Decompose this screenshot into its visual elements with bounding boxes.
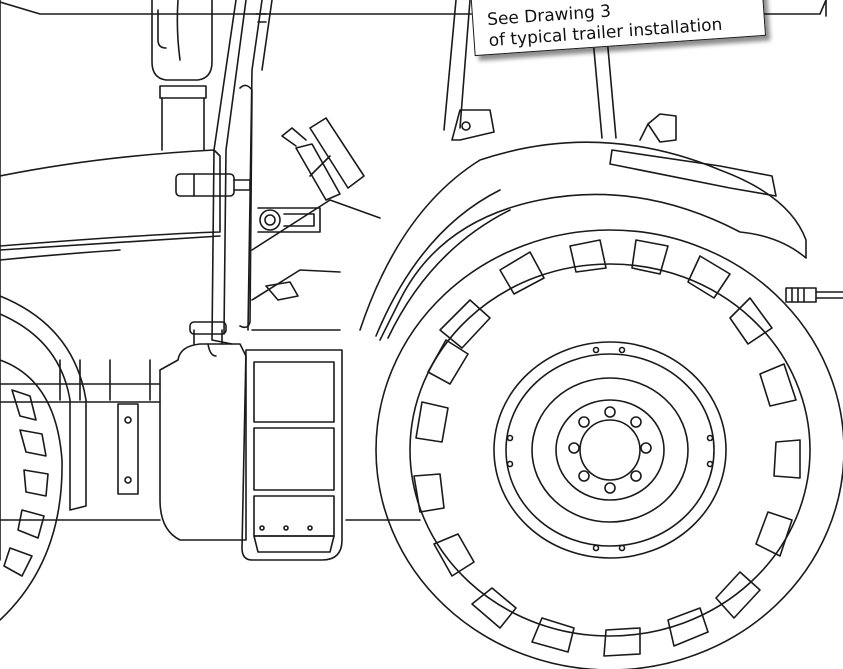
exhaust-pipe xyxy=(151,0,213,151)
roof-edge xyxy=(0,0,827,561)
front-fender xyxy=(0,295,87,511)
hood xyxy=(0,149,221,261)
door-lever xyxy=(257,207,321,233)
front-tire xyxy=(0,359,63,621)
rear-tire xyxy=(375,229,843,669)
cab-floor xyxy=(251,199,381,331)
steering-wheel xyxy=(281,117,365,201)
chassis xyxy=(0,359,421,521)
step-ladder xyxy=(241,349,343,561)
mirror xyxy=(639,113,677,143)
rear-fender xyxy=(359,141,807,341)
rear-wheel-rim xyxy=(506,346,714,552)
fuel-tank xyxy=(159,321,247,541)
hydraulic-connector xyxy=(785,287,843,303)
